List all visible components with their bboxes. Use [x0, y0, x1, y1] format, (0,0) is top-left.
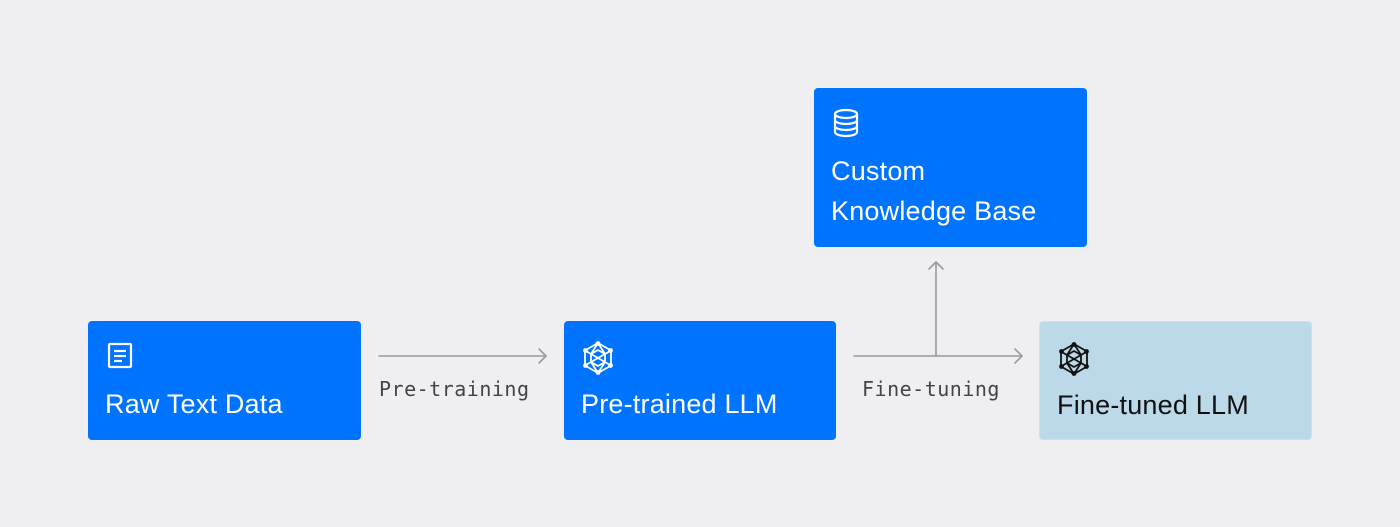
arrowhead-pretraining: [538, 348, 547, 364]
node-raw-text-data: Raw Text Data: [88, 321, 361, 440]
node-label: Custom Knowledge Base: [831, 151, 1036, 231]
node-label-line-1: Custom: [831, 156, 926, 186]
database-icon: [831, 108, 861, 138]
document-icon: [105, 341, 135, 371]
node-custom-knowledge-base: Custom Knowledge Base: [814, 88, 1087, 247]
edge-label-finetuning: Fine-tuning: [862, 377, 1000, 401]
arrowhead-finetuning: [1014, 348, 1023, 364]
node-pretrained-llm: Pre-trained LLM: [564, 321, 836, 440]
network-icon: [1057, 342, 1089, 376]
node-label-line-2: Knowledge Base: [831, 196, 1037, 226]
arrowhead-knowledge-base: [928, 261, 944, 270]
network-icon: [581, 341, 613, 375]
node-label: Pre-trained LLM: [581, 389, 778, 419]
node-finetuned-llm: Fine-tuned LLM: [1039, 321, 1312, 440]
node-label: Raw Text Data: [105, 389, 283, 419]
edge-label-pretraining: Pre-training: [379, 377, 530, 401]
node-label: Fine-tuned LLM: [1057, 390, 1249, 420]
